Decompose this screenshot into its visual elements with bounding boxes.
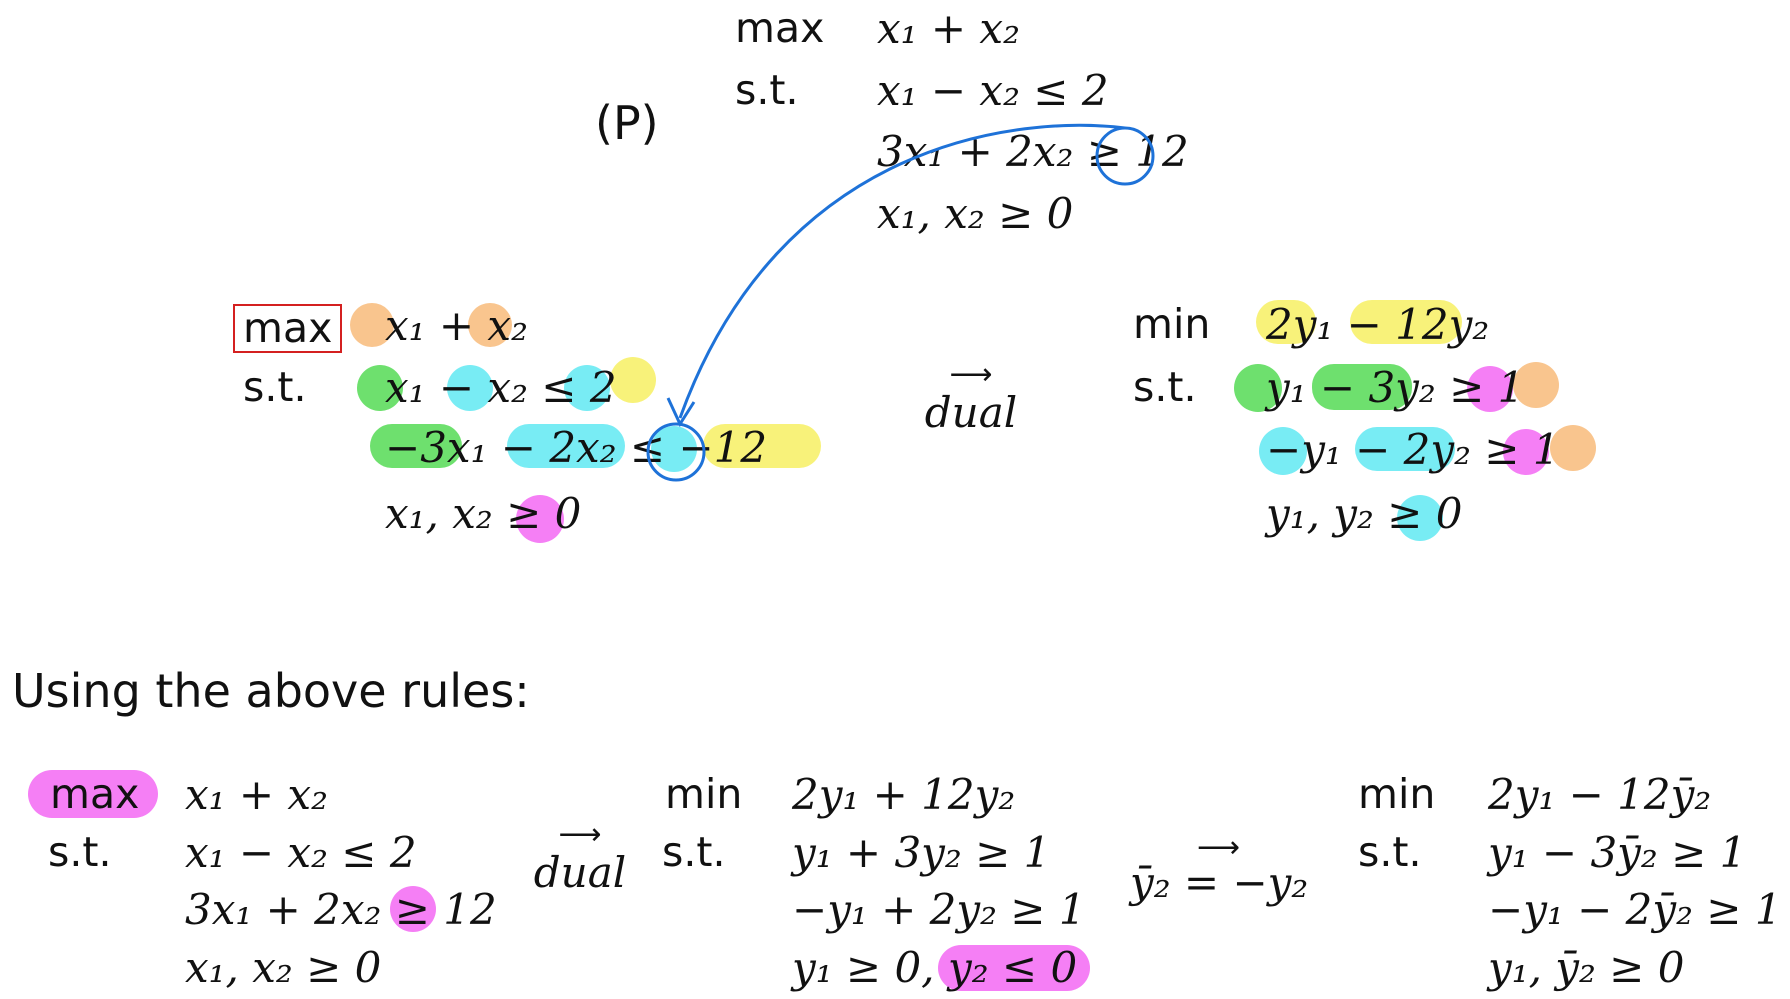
highlight-rhs-2	[703, 424, 821, 468]
normalized-constraint-3: x₁, x₂ ≥ 0	[385, 489, 582, 538]
primal-objective-keyword: max	[735, 4, 825, 52]
bottom-dual-arrow-word: dual	[533, 848, 627, 897]
highlight-dual-a12	[1312, 364, 1412, 410]
right-arrow-icon: ⟶	[558, 817, 602, 852]
dual-constraint-3: y₁, y₂ ≥ 0	[1266, 489, 1463, 538]
bottom-primal-objective: x₁ + x₂	[185, 770, 328, 819]
highlight-nonneg	[516, 495, 564, 543]
intro-text: Using the above rules:	[12, 664, 530, 718]
bottom-primal-objective-keyword: max	[50, 770, 140, 818]
substitution-arrow: ⟶	[1197, 830, 1241, 865]
bottom-primal-st-label: s.t.	[48, 828, 112, 876]
bottom-primal-constraint-2: 3x₁ + 2x₂ ≥ 12	[185, 885, 497, 934]
highlight-a11	[357, 365, 403, 411]
highlight-dual-a22	[1355, 427, 1455, 471]
highlight-sign-2	[651, 426, 697, 472]
highlight-obj-coef-1	[350, 303, 394, 347]
final-dual-objective-keyword: min	[1358, 770, 1436, 818]
highlight-a22	[507, 424, 625, 468]
highlight-rhs-1	[610, 357, 656, 403]
primal-tag: (P)	[595, 96, 659, 150]
highlight-a21	[370, 424, 462, 468]
normalized-objective-keyword: max	[233, 304, 343, 353]
highlight-dual-rhs-2	[1550, 425, 1596, 471]
highlight-dual-obj-1	[1256, 300, 1316, 344]
normalized-st-label: s.t.	[243, 363, 307, 411]
highlight-dual-sign-1	[1467, 366, 1513, 412]
final-dual-constraint-1: y₁ − 3ȳ₂ ≥ 1	[1488, 828, 1747, 877]
normalized-objective: x₁ + x₂	[385, 301, 528, 350]
normalized-constraint-1: x₁ − x₂ ≤ 2	[385, 363, 617, 412]
highlight-dual-a11	[1234, 364, 1282, 412]
dual-constraint-1: y₁ − 3y₂ ≥ 1	[1266, 363, 1525, 412]
substitution-text: ȳ₂ = −y₂	[1130, 858, 1309, 907]
right-arrow-icon: ⟶	[949, 357, 993, 392]
bottom-dual-constraint-1: y₁ + 3y₂ ≥ 1	[792, 828, 1051, 877]
bottom-dual-constraint-3a: y₁ ≥ 0,	[792, 943, 935, 992]
flip-arrow-curve	[678, 123, 1126, 419]
dual-transform-arrow: ⟶ dual	[916, 360, 1026, 436]
primal-st-label: s.t.	[735, 66, 799, 114]
highlight-obj-coef-2	[468, 303, 512, 347]
final-dual-constraint-3: y₁, ȳ₂ ≥ 0	[1488, 943, 1685, 992]
primal-constraint-3: x₁, x₂ ≥ 0	[877, 189, 1074, 238]
final-dual-objective: 2y₁ − 12ȳ₂	[1488, 770, 1712, 819]
dual-arrow-word: dual	[924, 388, 1018, 437]
highlight-dual-nonneg	[1397, 495, 1443, 541]
highlight-bottom-sign	[390, 886, 436, 932]
dual-constraint-2: −y₁ − 2y₂ ≥ 1	[1266, 425, 1560, 474]
highlight-bottom-y2-sign	[938, 945, 1090, 991]
primal-sign-circle	[1095, 126, 1155, 186]
dual-objective-keyword: min	[1133, 300, 1211, 348]
bottom-dual-constraint-3b: y₂ ≤ 0	[948, 943, 1078, 992]
normalized-sign-circle	[646, 422, 706, 482]
final-dual-st-label: s.t.	[1358, 828, 1422, 876]
dual-objective: 2y₁ − 12y₂	[1266, 300, 1490, 349]
dual-st-label: s.t.	[1133, 363, 1197, 411]
bottom-dual-transform-arrow: ⟶ dual	[530, 820, 630, 896]
bottom-primal-constraint-3: x₁, x₂ ≥ 0	[185, 943, 382, 992]
highlight-dual-a21	[1259, 427, 1307, 475]
arrowhead-icon	[666, 397, 696, 428]
highlight-bottom-max	[28, 770, 158, 818]
highlight-dual-rhs-1	[1513, 362, 1559, 408]
bottom-dual-st-label: s.t.	[662, 828, 726, 876]
bottom-dual-objective: 2y₁ + 12y₂	[792, 770, 1016, 819]
highlight-a12	[447, 365, 493, 411]
final-dual-constraint-2: −y₁ − 2ȳ₂ ≥ 1	[1488, 885, 1782, 934]
bottom-dual-objective-keyword: min	[665, 770, 743, 818]
highlight-dual-sign-2	[1503, 429, 1549, 475]
bottom-primal-constraint-1: x₁ − x₂ ≤ 2	[185, 828, 417, 877]
highlight-dual-obj-2	[1350, 300, 1462, 344]
primal-constraint-1: x₁ − x₂ ≤ 2	[877, 66, 1109, 115]
highlight-sign-1	[564, 365, 610, 411]
bottom-dual-constraint-2: −y₁ + 2y₂ ≥ 1	[792, 885, 1086, 934]
primal-objective: x₁ + x₂	[877, 4, 1020, 53]
